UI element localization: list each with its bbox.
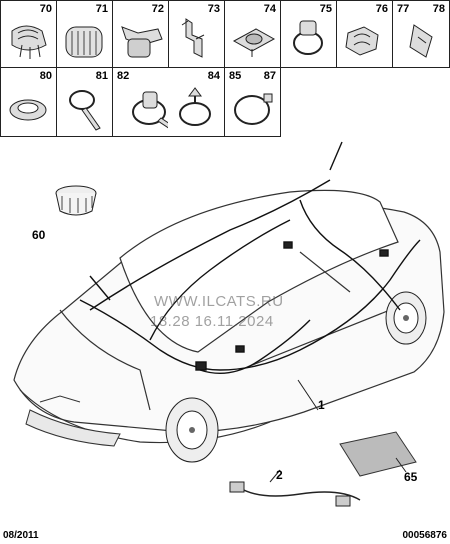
grommet-part	[55, 185, 97, 216]
clip-cell-71: 71	[56, 0, 113, 68]
clip-number: 70	[39, 3, 52, 15]
clip-number: 75	[319, 3, 332, 15]
foam-pad-part	[339, 431, 417, 477]
callout-1: 1	[318, 398, 325, 412]
cable-tie-mount-icon	[65, 26, 103, 58]
watermark-line1: WWW.ILCATS.RU	[154, 293, 284, 310]
clip-cell-70: 70	[0, 0, 57, 68]
clip-cell-76: 76	[336, 0, 393, 68]
vehicle-diagram	[13, 141, 445, 507]
clip-cell-80: 80	[0, 67, 57, 137]
clip-cell-85-87: 85 87	[224, 67, 281, 137]
edge-clip-icon	[121, 26, 163, 58]
snap-clip-icon	[11, 25, 47, 59]
clip-cell-73: 73	[168, 0, 225, 68]
footer-ref: 00056876	[402, 530, 448, 541]
callout-60: 60	[32, 228, 46, 242]
flat-clip-icon	[232, 28, 276, 57]
clip-cell-84: 84	[168, 67, 225, 137]
clip-number: 81	[95, 70, 108, 82]
clip-cell-77-78: 77 78	[392, 0, 450, 68]
front-wheel	[165, 397, 219, 463]
clip-number: 80	[39, 70, 52, 82]
clip-cell-75: 75	[280, 0, 337, 68]
strap-tie-with-pin-icon	[179, 87, 211, 126]
double-clip-icon	[345, 26, 379, 56]
strap-tie-icon	[69, 90, 101, 131]
clip-number: 71	[95, 3, 108, 15]
clip-cell-72: 72	[112, 0, 169, 68]
car-body	[13, 189, 445, 444]
clip-number: 84	[207, 70, 220, 82]
wiring-harness	[79, 141, 421, 375]
clip-number: 72	[151, 3, 164, 15]
bracket-clip-icon	[181, 18, 205, 58]
clip-number: 78	[432, 3, 445, 15]
watermark-line2: 18.28 16.11.2024	[150, 313, 274, 330]
front-grille	[25, 395, 121, 447]
clip-number: 85	[229, 70, 242, 82]
footer-date: 08/2011	[3, 530, 39, 541]
hose-clip-icon	[293, 20, 323, 55]
leader-line	[297, 379, 319, 411]
tab-clip-icon	[409, 24, 433, 58]
callout-65: 65	[404, 470, 418, 484]
clip-cell-81: 81	[56, 67, 113, 137]
spiral-clip-icon	[9, 99, 47, 121]
clip-number: 74	[263, 3, 276, 15]
loop-tie-icon	[234, 93, 273, 125]
callout-2: 2	[276, 468, 283, 482]
clip-cell-74: 74	[224, 0, 281, 68]
clip-number: 87	[263, 70, 276, 82]
cable-part	[229, 469, 361, 507]
clip-number: 73	[207, 3, 220, 15]
clip-number: 82	[117, 70, 130, 82]
clip-number: 76	[375, 3, 388, 15]
clip-number: 77	[397, 3, 410, 15]
